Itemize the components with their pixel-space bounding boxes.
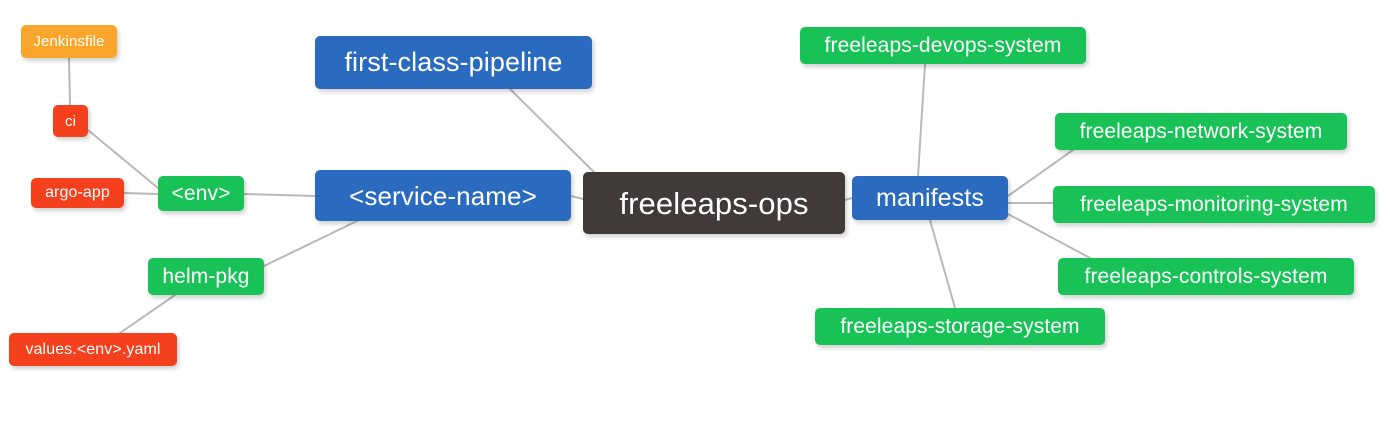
mindmap-node-freeleaps-storage-system[interactable]: freeleaps-storage-system [815, 308, 1105, 345]
edge-freeleaps-ops-to-service-name [570, 195, 584, 200]
mindmap-node-label: freeleaps-devops-system [824, 34, 1062, 57]
mindmap-node-label: first-class-pipeline [344, 47, 563, 77]
mindmap-node-label: <service-name> [349, 180, 537, 211]
mindmap-node-first-class-pipeline[interactable]: first-class-pipeline [315, 36, 592, 89]
mindmap-node-ci[interactable]: ci [53, 105, 88, 137]
edge-freeleaps-ops-to-first-class-pipeline [509, 88, 603, 181]
edge-manifests-to-freeleaps-devops-system [917, 63, 926, 177]
mindmap-node-freeleaps-controls-system[interactable]: freeleaps-controls-system [1058, 258, 1354, 295]
mindmap-node-label: freeleaps-monitoring-system [1080, 193, 1348, 216]
edge-manifests-to-freeleaps-storage-system [929, 219, 956, 309]
mindmap-node-freeleaps-ops[interactable]: freeleaps-ops [583, 172, 845, 234]
mindmap-node-freeleaps-network-system[interactable]: freeleaps-network-system [1055, 113, 1347, 150]
mindmap-node-label: freeleaps-ops [619, 185, 809, 221]
edge-ci-to-jenkinsfile [68, 57, 71, 106]
mindmap-node-service-name[interactable]: <service-name> [315, 170, 571, 221]
edge-helm-pkg-to-values-env-yaml [119, 294, 176, 334]
edge-service-name-to-env [243, 193, 316, 197]
mindmap-node-freeleaps-monitoring-system[interactable]: freeleaps-monitoring-system [1053, 186, 1375, 223]
mindmap-node-helm-pkg[interactable]: helm-pkg [148, 258, 264, 295]
mindmap-node-label: Jenkinsfile [33, 33, 105, 50]
mindmap-node-values-env-yaml[interactable]: values.<env>.yaml [9, 333, 177, 366]
mindmap-node-label: <env> [171, 182, 231, 205]
edge-env-to-argo-app [123, 192, 159, 195]
mindmap-node-freeleaps-devops-system[interactable]: freeleaps-devops-system [800, 27, 1086, 64]
mindmap-node-jenkinsfile[interactable]: Jenkinsfile [21, 25, 117, 58]
mindmap-node-label: values.<env>.yaml [25, 340, 161, 358]
edge-service-name-to-helm-pkg [263, 220, 358, 267]
mindmap-node-manifests[interactable]: manifests [852, 176, 1008, 220]
mindmap-node-argo-app[interactable]: argo-app [31, 178, 124, 208]
mindmap-node-label: argo-app [45, 184, 110, 201]
mindmap-node-label: manifests [876, 183, 984, 212]
edge-freeleaps-ops-to-manifests [844, 197, 853, 201]
mindmap-node-label: ci [64, 112, 77, 130]
mindmap-node-label: freeleaps-controls-system [1084, 265, 1328, 288]
mindmap-node-label: helm-pkg [162, 265, 250, 288]
mindmap-node-label: freeleaps-network-system [1079, 120, 1323, 143]
mindmap-node-label: freeleaps-storage-system [840, 315, 1080, 338]
mindmap-node-env[interactable]: <env> [158, 176, 244, 211]
